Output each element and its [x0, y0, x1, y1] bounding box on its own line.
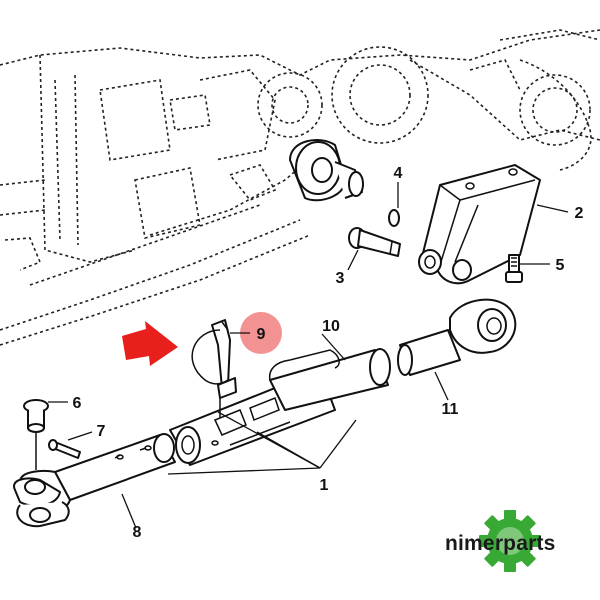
callout-1: 1: [320, 477, 329, 494]
callout-4: 4: [394, 165, 403, 182]
callout-8: 8: [133, 524, 142, 541]
callout-10: 10: [322, 318, 340, 335]
linch-pin-part-7: [48, 439, 81, 459]
bolt-part-5: [505, 254, 523, 283]
lower-link-arm-part-8: [13, 433, 176, 528]
callout-6: 6: [73, 395, 82, 412]
highlight-circle-9: [240, 312, 282, 354]
clip-part-4: [388, 209, 400, 227]
inner-tube-part-10: [268, 348, 391, 411]
callout-2: 2: [575, 205, 584, 222]
callout-5: 5: [556, 257, 565, 274]
bracket-part-2: [418, 164, 541, 285]
callout-labels: 1 2 3 4 5 6 7 8 9 10 11: [73, 165, 584, 541]
callout-11: 11: [442, 401, 459, 418]
pin-part-6: [23, 399, 49, 470]
spring-pin-part-9: [191, 319, 237, 418]
red-pointer-arrow: [122, 321, 178, 366]
tractor-background-outline: [0, 29, 600, 346]
ball-joint-part-11: [397, 298, 517, 376]
brand-logo: nimerparts: [445, 510, 556, 572]
callout-7: 7: [97, 423, 106, 440]
leader-lines: [48, 182, 569, 529]
gear-icon: [479, 510, 541, 572]
pin-part-3: [348, 227, 401, 257]
pivot-shaft: [289, 139, 364, 202]
brand-name: nimerparts: [445, 532, 556, 555]
callout-9: 9: [257, 326, 266, 343]
callout-3: 3: [336, 270, 345, 287]
